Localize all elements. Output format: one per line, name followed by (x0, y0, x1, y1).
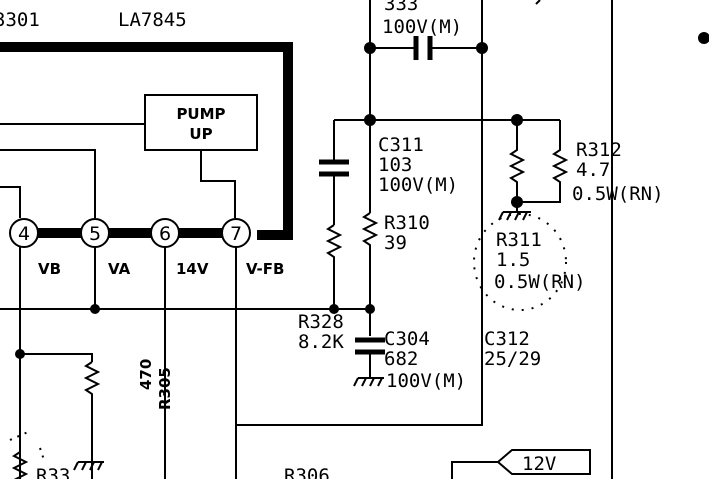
c304-capacitor (355, 337, 385, 355)
pump-up-line2: UP (189, 125, 212, 143)
right-net (236, 0, 483, 426)
c304-rating: 100V(M) (386, 370, 466, 392)
c311-ref: C311 (378, 134, 424, 156)
r310-resistor (361, 212, 379, 255)
supply-12v-tag (496, 449, 591, 475)
bottom-left-ground (73, 461, 104, 471)
internal-line-vb (0, 186, 21, 218)
r305-value: 470 (137, 359, 155, 390)
r311-dashed-outline (473, 213, 567, 311)
pin-4: 4 (9, 218, 39, 248)
pin-7-number: 7 (230, 223, 242, 245)
r311-resistor (508, 120, 526, 202)
r312-ref: R312 (576, 139, 622, 161)
lower-left-branch (20, 353, 93, 362)
r33x-label: R33 (36, 465, 70, 479)
pin-6-name: 14V (176, 260, 209, 278)
bottom-left-dashed (9, 431, 45, 461)
r328-resistor (325, 224, 343, 309)
ic-ref-label: 3301 (0, 9, 40, 31)
r310-ref: R310 (384, 212, 430, 234)
c312-ref: C312 (484, 328, 530, 350)
pin-6-number: 6 (159, 223, 171, 245)
ic-outline (0, 42, 293, 240)
pin-5-name: VA (108, 260, 131, 278)
pump-up-line1: PUMP (176, 105, 225, 123)
r305-ref: R305 (156, 367, 174, 410)
junction (15, 349, 25, 359)
supply-12v-wire (451, 461, 510, 479)
pin-7: 7 (221, 218, 251, 248)
r311-rating: 0.5W(RN) (494, 271, 586, 293)
pump-up-to-pin7 (200, 150, 236, 218)
c304-ref: C304 (384, 328, 430, 350)
r312-value: 4.7 (576, 159, 610, 181)
r311-ref: R311 (496, 229, 542, 251)
junction (698, 32, 709, 44)
r311-ground (498, 211, 531, 221)
c304-ground (353, 377, 384, 387)
c304-value: 682 (384, 348, 418, 370)
internal-line-va (0, 149, 96, 218)
top-cap-rating: 100V(M) (382, 16, 462, 38)
pump-up-block (144, 94, 258, 151)
ic-part-label: LA7845 (118, 9, 187, 31)
pin-4-number: 4 (18, 223, 30, 245)
pin-6: 6 (150, 218, 180, 248)
pin-4-name: VB (38, 260, 61, 278)
c311-value: 103 (378, 154, 412, 176)
top-cap-value: 333 (384, 0, 418, 15)
junction (90, 304, 100, 314)
c311-capacitor (319, 159, 349, 177)
r311-value: 1.5 (496, 249, 530, 271)
top-right-tick (535, 0, 541, 5)
c312-value: 25/29 (484, 348, 541, 370)
bottom-left-resistor (11, 451, 29, 479)
r312-rating: 0.5W(RN) (572, 183, 664, 205)
pin-7-name: V-FB (246, 260, 284, 278)
lower-left-resistor (83, 361, 101, 479)
pin-5: 5 (80, 218, 110, 248)
supply-12v-label: 12V (522, 453, 556, 475)
r328-ref: R328 (298, 311, 344, 333)
r310-value: 39 (384, 232, 407, 254)
r306-label: R306 (284, 465, 330, 479)
r328-value: 8.2K (298, 331, 344, 353)
r312-resistor (517, 120, 569, 203)
top-capacitor (413, 36, 433, 60)
pin-5-number: 5 (89, 223, 101, 245)
c311-rating: 100V(M) (378, 174, 458, 196)
